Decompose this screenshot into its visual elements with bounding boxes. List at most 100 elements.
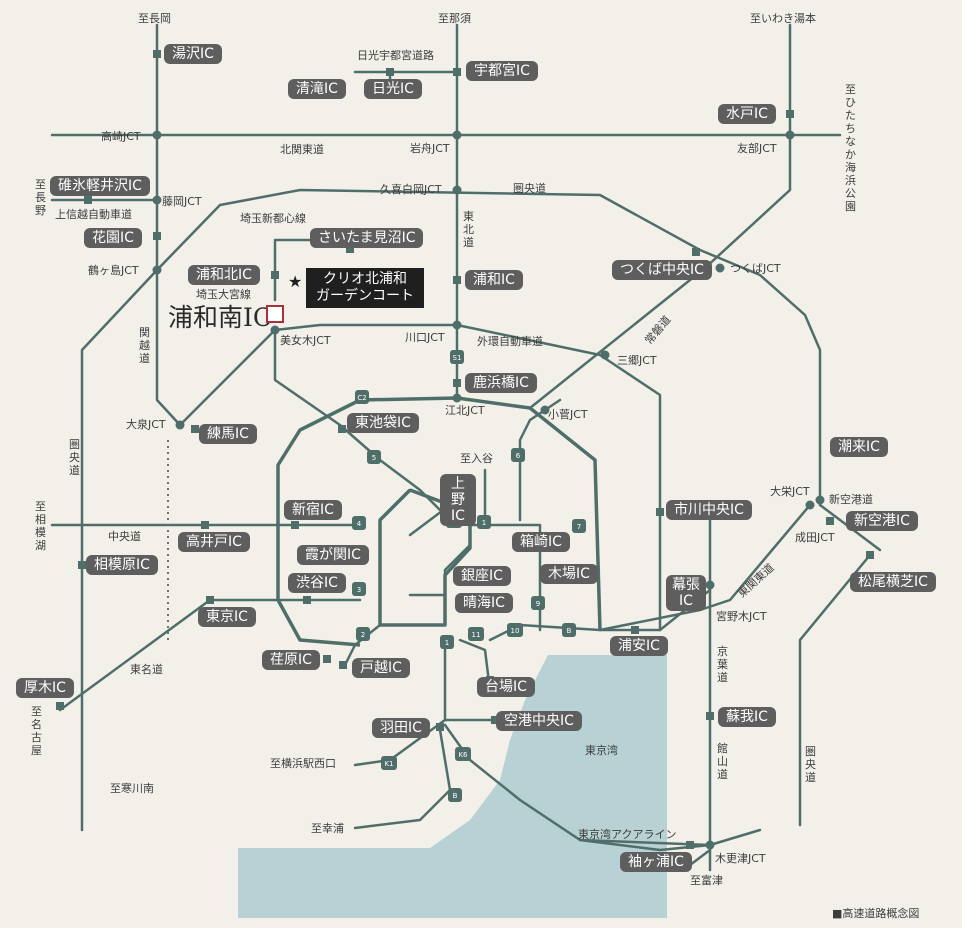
ic-kiba: 木場IC xyxy=(540,564,598,584)
shield-b: B xyxy=(562,623,576,637)
property-name-line1: クリオ北浦和 xyxy=(323,271,407,287)
label-to-futtsu: 至富津 xyxy=(690,873,723,887)
label-to-iriya: 至入谷 xyxy=(460,452,493,465)
label-to-iwaki: 至いわき湯本 xyxy=(750,11,816,25)
shield-k6: K6 xyxy=(455,747,471,761)
ic-togoshi: 戸越IC xyxy=(352,658,410,678)
label-miyanogi: 宮野木JCT xyxy=(716,609,767,623)
ic-nerima: 練馬IC xyxy=(199,424,257,444)
svg-text:B: B xyxy=(567,627,572,635)
svg-text:1: 1 xyxy=(445,639,449,647)
label-higashikanto: 東関東道 xyxy=(735,560,777,600)
label-to-saiwai: 至幸浦 xyxy=(311,822,344,835)
label-fujioka: 藤岡JCT xyxy=(162,195,202,208)
ic-tsukuba: つくば中央IC xyxy=(612,260,712,280)
ic-utsunomiya: 宇都宮IC xyxy=(466,61,538,81)
svg-text:5: 5 xyxy=(372,454,376,462)
svg-text:10: 10 xyxy=(511,627,520,635)
c2-loop xyxy=(276,396,602,647)
svg-text:S1: S1 xyxy=(453,354,462,362)
svg-text:11: 11 xyxy=(472,631,481,639)
label-shinkukou: 新空港道 xyxy=(829,492,873,506)
ic-usui: 碓氷軽井沢IC xyxy=(50,176,150,196)
label-saitama-shintoshin: 埼玉新都心線 xyxy=(240,211,306,225)
svg-text:4: 4 xyxy=(357,520,362,528)
ic-shiotaki: 清滝IC xyxy=(288,79,346,99)
shield-s1: S1 xyxy=(450,350,464,364)
main-ic-marker xyxy=(266,305,284,323)
ic-urawa: 浦和IC xyxy=(465,270,523,290)
ic-sagamihara: 相模原IC xyxy=(86,555,158,575)
vlabel-to-nagano: 至長野 xyxy=(35,178,46,217)
label-oizumi: 大泉JCT xyxy=(126,417,166,431)
label-tsurugashima: 鶴ヶ島JCT xyxy=(88,263,139,277)
property-name-line2: ガーデンコート xyxy=(316,288,414,304)
shield-1a: 1 xyxy=(477,515,491,529)
main-ic-label: 浦和南IC xyxy=(168,303,273,332)
shield-4: 4 xyxy=(352,516,366,530)
label-ken-o: 圏央道 xyxy=(513,181,546,195)
ic-ginza: 銀座IC xyxy=(453,566,511,586)
shield-k1: K1 xyxy=(381,756,397,770)
ic-shibuya: 渋谷IC xyxy=(288,573,346,593)
label-tsukuba-jct: つくばJCT xyxy=(730,262,781,275)
ic-markers xyxy=(56,50,874,849)
label-to-nasu: 至那須 xyxy=(438,12,471,25)
ic-tokyo: 東京IC xyxy=(198,607,256,627)
ic-takaido: 高井戸IC xyxy=(178,532,250,552)
label-kawaguchi: 川口JCT xyxy=(405,331,445,344)
ic-urawakita: 浦和北IC xyxy=(188,265,260,285)
ic-makuhari: 幕張IC xyxy=(666,575,706,611)
svg-text:B: B xyxy=(453,792,458,800)
ic-sodegaura: 袖ヶ浦IC xyxy=(620,852,692,872)
label-to-nagaoka: 至長岡 xyxy=(138,12,171,25)
vlabel-tohoku: 東北道 xyxy=(463,210,474,249)
svg-text:7: 7 xyxy=(577,523,581,531)
shield-5: 5 xyxy=(367,450,381,464)
label-aqualine: 東京湾アクアライン xyxy=(578,827,676,841)
property-name-box: クリオ北浦和 ガーデンコート xyxy=(306,268,424,308)
label-kitakanto: 北関東道 xyxy=(280,142,324,156)
ic-shinkuko: 新空港IC xyxy=(846,511,918,531)
svg-text:2: 2 xyxy=(361,631,365,639)
svg-text:K1: K1 xyxy=(384,760,393,768)
label-kosuge: 小菅JCT xyxy=(548,408,588,421)
ic-urayasu: 浦安IC xyxy=(610,636,668,656)
shield-11: 11 xyxy=(468,627,484,641)
label-kohoku: 江北JCT xyxy=(445,404,485,417)
label-kisarazu: 木更津JCT xyxy=(715,852,766,865)
label-joban: 常磐道 xyxy=(642,313,674,347)
label-kukishiraoka: 久喜白岡JCT xyxy=(380,182,442,196)
tokyo-bay xyxy=(238,655,667,918)
junction-dots xyxy=(152,130,825,850)
ic-soga: 蘇我IC xyxy=(718,707,776,727)
vlabel-to-nagoya: 至名古屋 xyxy=(31,705,42,757)
ic-ebara: 荏原IC xyxy=(262,650,320,670)
ic-harumi: 晴海IC xyxy=(455,593,513,613)
vlabel-to-sagamiko: 至相模湖 xyxy=(35,500,46,552)
label-chuo: 中央道 xyxy=(108,529,141,543)
label-iwafune: 岩舟JCT xyxy=(410,141,450,155)
label-narita: 成田JCT xyxy=(795,531,835,544)
map-legend: ■高速道路概念図 xyxy=(832,907,920,920)
shield-7: 7 xyxy=(572,519,586,533)
label-gaikan: 外環自動車道 xyxy=(477,334,543,348)
label-misato: 三郷JCT xyxy=(617,353,657,367)
label-saitama-omiya: 埼玉大宮線 xyxy=(196,287,251,301)
ic-kasumi: 霞が関IC xyxy=(297,545,369,565)
ic-daiba: 台場IC xyxy=(477,677,535,697)
svg-text:K6: K6 xyxy=(458,751,468,759)
ic-ueno: 上野IC xyxy=(440,474,476,526)
ic-hakozaki: 箱崎IC xyxy=(512,532,570,552)
shield-9: 9 xyxy=(531,596,545,610)
svg-text:3: 3 xyxy=(357,586,361,594)
label-takasaki: 高崎JCT xyxy=(101,129,141,143)
svg-text:C2: C2 xyxy=(357,394,366,402)
property-star-icon: ★ xyxy=(288,272,303,291)
label-joshinetsu: 上信越自動車道 xyxy=(55,207,132,221)
label-to-yokohama: 至横浜駅西口 xyxy=(270,756,336,770)
label-tomei: 東名道 xyxy=(130,662,163,676)
ic-higashiike: 東池袋IC xyxy=(347,413,419,433)
map-labels: 至長岡 至那須 至いわき湯本 日光宇都宮道路 高崎JCT 北関東道 岩舟JCT … xyxy=(55,11,873,887)
